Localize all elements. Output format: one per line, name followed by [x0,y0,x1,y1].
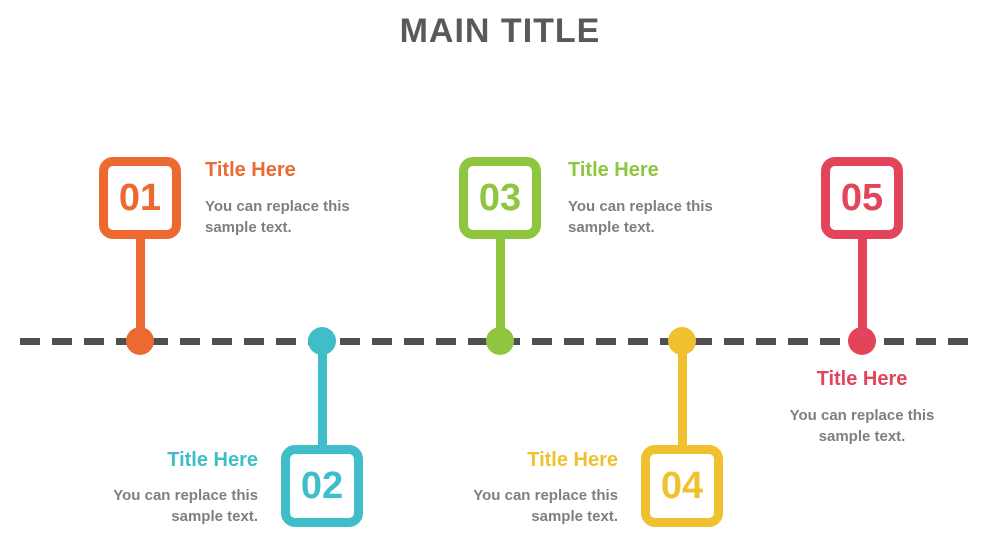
connector-stem [136,238,145,342]
milestone-title: Title Here [205,159,296,181]
connector-stem [496,238,505,342]
milestone-description: You can replace this sample text. [68,485,258,527]
milestone-number: 02 [300,465,344,507]
milestone-description: You can replace this sample text. [762,405,962,447]
timeline-dot [126,327,154,355]
timeline-dot [668,327,696,355]
description-line: sample text. [818,428,906,445]
description-line: You can replace this [205,198,350,215]
milestone-number-box: 04 [641,445,723,527]
connector-stem [858,238,867,342]
milestone-description: You can replace this sample text. [205,196,395,238]
description-line: sample text. [568,219,655,236]
milestone-title: Title Here [816,368,908,390]
milestone-number: 04 [660,465,704,507]
milestone-description: You can replace this sample text. [568,196,758,238]
timeline-dot [486,327,514,355]
description-line: You can replace this [473,487,618,504]
milestone-title: Title Here [167,449,258,471]
milestone-number-box: 02 [281,445,363,527]
milestone-number: 01 [118,177,162,219]
timeline-dot [848,327,876,355]
description-line: You can replace this [789,407,935,424]
connector-stem [678,341,687,449]
milestone-title: Title Here [568,159,659,181]
milestone-number-box: 01 [99,157,181,239]
description-line: You can replace this [568,198,713,215]
milestone-number-box: 05 [821,157,903,239]
connector-stem [318,341,327,449]
description-line: sample text. [171,508,258,525]
description-line: sample text. [531,508,618,525]
milestone-number: 05 [840,177,884,219]
page-title: MAIN TITLE [399,12,601,50]
milestone-description: You can replace this sample text. [428,485,618,527]
description-line: sample text. [205,219,292,236]
timeline-dot [308,327,336,355]
milestone-number-box: 03 [459,157,541,239]
milestone-number: 03 [478,177,522,219]
description-line: You can replace this [113,487,258,504]
milestone-title: Title Here [527,449,618,471]
